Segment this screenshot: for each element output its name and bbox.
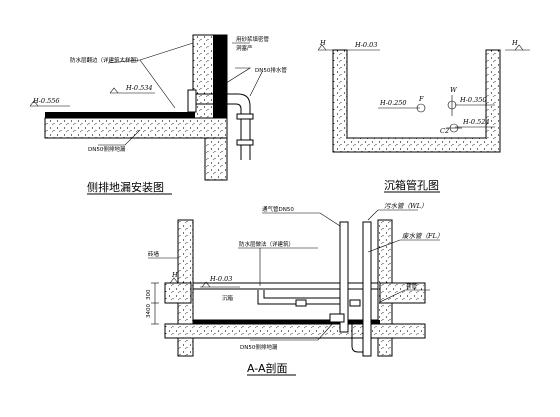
lower-slab [164,323,426,339]
vent-label: 通气管DN50 [262,205,294,213]
level-h-right: H [511,39,518,47]
wall-label: 砖墙 [148,250,160,258]
floor-drain [329,313,345,323]
level-top: H-0.03 [354,41,377,49]
vent-pipe [339,221,349,333]
level-c: H-0.524 [462,118,489,126]
waterproof-note: 防水层翻边（详建筑大样图） [70,56,142,64]
side-drain-body [187,89,197,113]
drawing2-title: 沉箱管孔图 [384,178,439,192]
level-label-2: H-0.534 [125,84,152,92]
dim-2: 3400 [146,304,152,318]
level-a: H-0.250 [379,99,406,107]
waterproof-label: 防水层做法（详建筑） [239,240,294,248]
h-mark: H [171,271,178,279]
floor-waterproof-layer [45,112,195,118]
mark-f: F [418,95,424,103]
level-label: H-0.03 [209,275,232,283]
wall-lower [204,137,228,181]
sunken-box-section [332,49,501,153]
box-label: 沉箱 [222,294,234,302]
drain-label-aa: DN50侧排地漏 [240,343,278,351]
mark-c2: C2 [440,127,449,135]
sleeve-label: 套管 [406,282,418,290]
section-a-a-drawing: 通气管DN50 污水管（WL） 废水管（FL） 套管 防水层做法（详建筑） 砖墙… [146,202,443,376]
drain-label: DN50侧排地漏 [88,145,126,153]
pipe-hole-f [416,103,426,113]
mortar-fill-note-2: 洞塞严 [236,44,253,52]
wall-waterproof-layer [213,35,227,118]
drain-pipe [196,93,251,160]
sunken-box-pipe-hole-drawing: H H-0.03 H H-0.250 F H-0.350 W H-0.524 C… [317,39,530,193]
level-h-left: H [319,39,326,47]
drawing3-title: A-A剖面 [247,361,288,375]
pipe-label: DN50排水管 [255,66,287,74]
level-label-1: H-0.556 [32,97,59,105]
floor-slab [44,117,228,139]
waste-pipe [362,221,372,357]
upper-slab-right [379,282,426,304]
drain-pipe-inner [196,103,242,160]
dim-1: 300 [146,289,152,300]
lower-waterproof-layer [193,320,380,324]
mortar-fill-note: 用砂浆填密管 [236,35,270,43]
level-b: H-0.350 [459,96,486,104]
mark-w: W [450,86,458,94]
waste-pipe-label: 污水管（WL） [384,202,428,210]
side-drain-install-drawing: 防水层翻边（详建筑大样图） 用砂浆填密管 洞塞严 DN50排水管 DN50侧排地… [29,34,287,195]
drawing1-title: 侧排地漏安装图 [87,180,164,194]
floor-drain-pipe-label: 废水管（FL） [402,232,443,240]
